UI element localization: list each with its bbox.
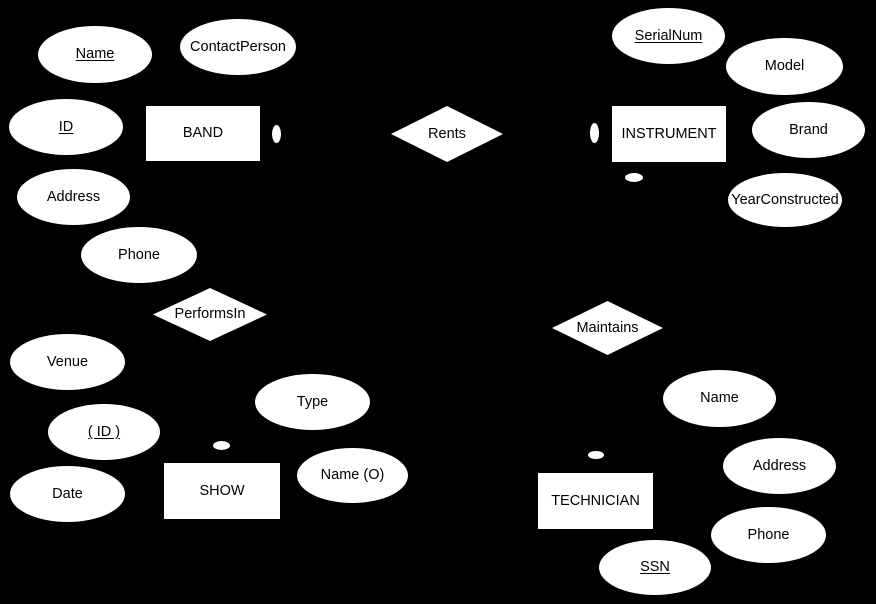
attribute-instrument-yearconstructed: YearConstructed — [728, 173, 842, 227]
relationship-maintains: Maintains — [552, 301, 663, 355]
entity-technician: TECHNICIAN — [538, 473, 653, 529]
attribute-technician-ssn: SSN — [599, 540, 711, 595]
connector-dot-instrument-rents — [590, 123, 599, 143]
attribute-technician-name: Name — [663, 370, 776, 427]
connector-dot-instrument-maintains — [625, 173, 643, 182]
attribute-band-phone: Phone — [81, 227, 197, 283]
attribute-technician-phone: Phone — [711, 507, 826, 563]
connector-dot-band-rents — [272, 125, 281, 143]
attribute-show-type: Type — [255, 374, 370, 430]
attribute-show-id: ( ID ) — [48, 404, 160, 460]
relationship-performsin: PerformsIn — [153, 288, 267, 341]
entity-instrument: INSTRUMENT — [612, 106, 726, 162]
attribute-show-name-optional: Name (O) — [297, 448, 408, 503]
connector-dot-technician-maintains — [588, 451, 604, 459]
connector-dot-show-performsin — [213, 441, 230, 450]
attribute-instrument-brand: Brand — [752, 102, 865, 158]
attribute-instrument-serialnum: SerialNum — [612, 8, 725, 64]
entity-show: SHOW — [164, 463, 280, 519]
attribute-show-date: Date — [10, 466, 125, 522]
attribute-instrument-model: Model — [726, 38, 843, 95]
attribute-band-id: ID — [9, 99, 123, 155]
attribute-band-contactperson: ContactPerson — [180, 19, 296, 75]
attribute-band-name: Name — [38, 26, 152, 83]
relationship-rents: Rents — [391, 106, 503, 162]
attribute-show-venue: Venue — [10, 334, 125, 390]
entity-band: BAND — [146, 106, 260, 161]
attribute-technician-address: Address — [723, 438, 836, 494]
attribute-band-address: Address — [17, 169, 130, 225]
